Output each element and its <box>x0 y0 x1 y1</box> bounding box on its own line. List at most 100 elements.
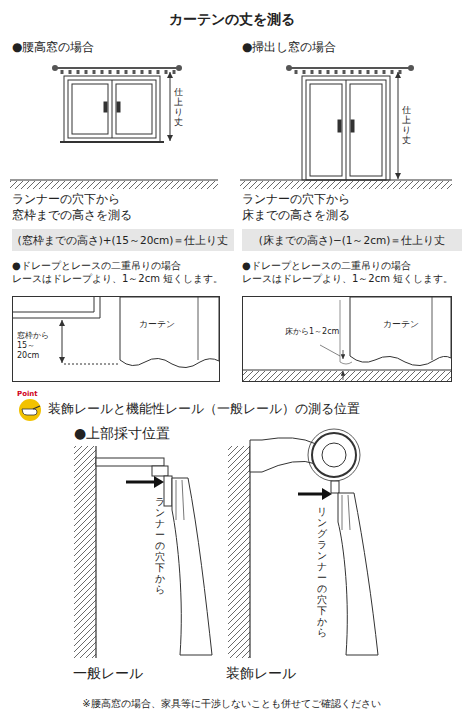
door-frame <box>338 120 341 132</box>
curtain-rod <box>335 70 338 74</box>
curtain-rod <box>149 70 152 74</box>
page-title: カーテンの丈を測る <box>0 10 463 28</box>
dimension-line <box>170 72 171 141</box>
curtain-rod <box>141 70 144 74</box>
window-sill <box>13 297 100 318</box>
curtain-rod <box>85 70 88 74</box>
curtain-rod <box>319 70 322 74</box>
door-frame <box>351 120 354 132</box>
curtain-rod <box>399 70 402 74</box>
decorative-rail <box>308 429 360 481</box>
wall <box>74 446 96 658</box>
curtain-rod <box>391 70 394 74</box>
ground <box>10 179 218 180</box>
curtain-drawing <box>320 297 451 380</box>
label-text: 装飾レール <box>226 664 296 682</box>
general-rail <box>152 466 168 476</box>
window-sill <box>62 320 63 363</box>
curtain-rod <box>286 65 414 74</box>
pointer-arrow <box>298 488 332 500</box>
curtain-rod <box>408 65 414 71</box>
label-text: 一般レール <box>73 664 143 682</box>
decorative-rail <box>250 429 360 493</box>
label-text: ●掃出し窓の場合 <box>242 40 336 56</box>
ground <box>240 181 452 189</box>
label-text: ●上部採寸位置 <box>74 424 170 442</box>
curtain-rod <box>61 70 64 74</box>
curtain-drawing <box>320 345 340 356</box>
curtain-rod <box>56 67 178 69</box>
door-frame <box>306 80 386 180</box>
floor <box>243 370 451 371</box>
window-frame <box>64 76 160 142</box>
curtain-rod <box>93 70 96 74</box>
pointer-arrow <box>154 476 164 488</box>
curtain-rod <box>367 70 370 74</box>
point-icon <box>19 399 41 421</box>
window-sill <box>64 364 120 365</box>
door-frame <box>346 80 347 180</box>
frame-label: カーテン <box>383 319 419 330</box>
formula-text: (窓枠までの高さ)+(15～20cm)＝仕上り丈 <box>12 229 234 251</box>
dimension-line <box>398 72 399 179</box>
pointer-arrow <box>298 493 324 496</box>
window-frame <box>60 141 164 143</box>
decorative-rail <box>331 481 339 493</box>
window-frame <box>68 80 156 138</box>
window-frame <box>112 80 113 138</box>
curtain-rod <box>303 70 306 74</box>
ground <box>240 180 452 189</box>
frame-label: 床から1～2cm <box>285 327 339 337</box>
curtain-rod <box>101 70 104 74</box>
label-text: 装飾レールと機能性レール（一般レール）の測る位置 <box>48 401 360 418</box>
decorative-rail <box>312 433 356 477</box>
wall <box>249 446 250 658</box>
curtain-rod <box>117 70 120 74</box>
curtain-drawing <box>172 478 212 655</box>
window-frame <box>104 102 107 112</box>
door-frame <box>350 84 382 176</box>
curtain-drawing <box>198 297 199 360</box>
label-text: Point <box>17 390 38 399</box>
curtain-drawing <box>176 480 184 520</box>
door-frame <box>302 76 390 180</box>
frame-label: 窓枠から 15～20cm <box>17 331 57 361</box>
pointer-arrow <box>126 476 164 488</box>
general-rail <box>96 458 164 466</box>
decorative-rail <box>250 438 316 472</box>
ground <box>10 181 218 189</box>
floor <box>243 370 451 381</box>
detail-frame: 窓枠から 15～20cmカーテン <box>12 296 220 382</box>
floor <box>243 371 451 381</box>
curtain-drawing <box>342 495 350 530</box>
curtain-rod <box>375 70 378 74</box>
curtain-rod <box>173 70 176 74</box>
curtain-drawing <box>343 371 344 380</box>
label-text: ●ドレープとレースの二重吊りの場合 レースはドレープより、1～2cm 短くします… <box>12 259 238 285</box>
point-icon <box>22 409 37 415</box>
curtain-rod <box>69 70 72 74</box>
curtain-rod <box>359 70 362 74</box>
point-icon <box>33 406 40 409</box>
curtain-drawing <box>172 478 212 655</box>
vertical-label: ランナーの穴下から <box>155 496 165 595</box>
curtain-drawing <box>343 350 344 359</box>
pointer-arrow <box>322 488 332 500</box>
label-text: ●腰高窓の場合 <box>12 40 94 56</box>
label-text: ※腰高窓の場合、家具等に干渉しないことも併せてご確認ください <box>0 697 463 710</box>
decorative-rail <box>322 443 346 467</box>
wall <box>95 446 96 658</box>
curtain-rod <box>77 70 80 74</box>
curtain-drawing <box>338 493 378 655</box>
curtain-rod <box>52 65 182 74</box>
label-text: ランナーの穴下から 窓枠までの高さを測る <box>12 192 212 223</box>
window-frame <box>117 102 120 112</box>
formula-text: (床までの高さ)−(1～2cm)＝仕上り丈 <box>242 229 462 251</box>
curtain-drawing <box>350 297 451 366</box>
curtain-rod <box>295 70 298 74</box>
curtain-rod <box>311 70 314 74</box>
general-rail <box>164 476 172 506</box>
door-frame <box>302 76 390 180</box>
point-icon <box>19 399 41 421</box>
